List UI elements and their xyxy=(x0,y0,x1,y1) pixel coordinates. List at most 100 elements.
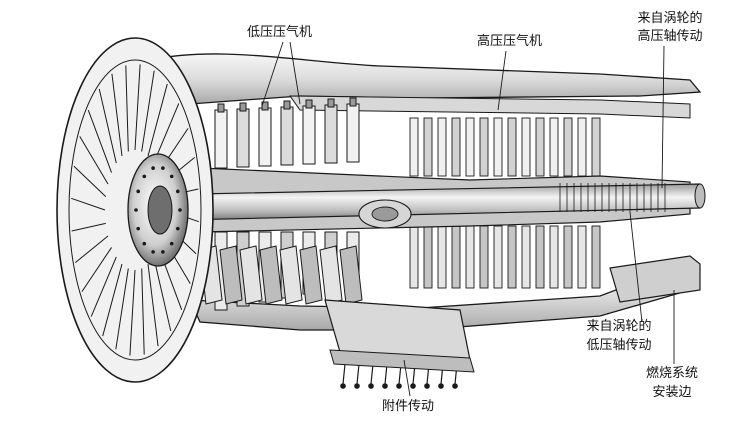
hp-blade-row-lower xyxy=(409,225,419,289)
hp-blade-row-upper xyxy=(423,117,433,177)
hp-blade-row-upper xyxy=(549,117,559,177)
lp-blade-row-upper xyxy=(324,104,338,164)
hp-blade-row-lower xyxy=(535,225,545,289)
inlet-vane xyxy=(141,70,155,152)
hp-blade-row-lower xyxy=(563,225,573,289)
lp-blade-row-upper xyxy=(302,105,316,165)
stator-vane xyxy=(279,245,303,305)
fan-face-ring xyxy=(68,59,202,361)
inlet-vane xyxy=(129,269,136,356)
inlet-vane xyxy=(111,73,123,157)
inlet-vane xyxy=(115,268,129,350)
leader-lines xyxy=(261,41,675,397)
lp-blade-tip xyxy=(239,102,247,112)
stator-vane xyxy=(219,245,243,305)
label-lp-compressor: 低压压气机 xyxy=(247,25,313,40)
combustion-mount-flange xyxy=(609,255,701,303)
shaft-end-rear xyxy=(694,183,706,209)
hub-bolt xyxy=(142,241,147,246)
inlet-vane xyxy=(81,247,112,292)
hub-bolt xyxy=(169,174,174,179)
label-accessory-drive: 附件传动 xyxy=(382,399,435,414)
hp-blade-row-upper xyxy=(507,117,517,177)
hub-bolt xyxy=(136,189,140,194)
hub-bolt xyxy=(169,241,174,246)
stator-vane xyxy=(259,245,283,305)
label-lp-shaft-drive-line1: 来自涡轮的 xyxy=(586,319,652,334)
inlet-vane xyxy=(71,197,106,211)
inlet-vane xyxy=(153,256,172,332)
drive-pin-head xyxy=(368,383,374,389)
hp-blade-row-lower xyxy=(549,225,559,289)
stator-vane xyxy=(319,245,343,305)
hp-compressor-blades xyxy=(409,117,601,289)
lp-blade-tip xyxy=(217,103,225,113)
hub-bolt xyxy=(142,174,147,179)
label-lp-shaft-drive-line2: 低压轴传动 xyxy=(586,338,652,353)
inlet-vane xyxy=(102,263,123,337)
stator-vane xyxy=(299,245,323,305)
leader-hp-compressor xyxy=(497,50,507,111)
hub-bolt xyxy=(176,226,180,231)
label-hp-compressor: 高压压气机 xyxy=(477,34,543,49)
drive-pin-head xyxy=(452,383,458,389)
hub-bolt xyxy=(176,189,180,194)
drive-pin-head xyxy=(424,383,430,389)
inlet-vane xyxy=(147,263,159,347)
inlet-vane xyxy=(87,109,113,173)
hub-bolt xyxy=(136,226,140,231)
lp-blade-tip xyxy=(349,97,357,107)
lp-blade-tip xyxy=(283,100,291,110)
lp-blade-row-upper xyxy=(214,109,228,169)
hub-bolt-circle xyxy=(134,166,182,254)
leader-lp-shaft-drive xyxy=(629,211,643,323)
drive-pin-head xyxy=(382,383,388,389)
hp-blade-row-lower xyxy=(493,225,503,289)
drive-pin-head xyxy=(396,383,402,389)
hp-blade-row-upper xyxy=(451,117,461,177)
inlet-vane xyxy=(141,268,145,355)
inlet-vane xyxy=(98,88,117,164)
hp-blade-row-upper xyxy=(591,117,601,177)
casing-cut-edge xyxy=(289,95,691,119)
lp-blade-row-upper xyxy=(346,103,360,163)
accessory-drive-housing-lower xyxy=(329,349,475,373)
stator-vane xyxy=(339,245,363,305)
lower-stator-vanes xyxy=(199,245,363,305)
hp-blade-row-upper xyxy=(577,117,587,177)
hp-blade-row-lower xyxy=(577,225,587,289)
shaft-splines xyxy=(559,183,666,212)
hub-bolt xyxy=(134,208,138,212)
label-hp-shaft-drive-line2: 高压轴传动 xyxy=(637,29,703,44)
hp-blade-row-lower xyxy=(451,225,461,289)
lp-blade-row-upper xyxy=(280,106,294,166)
drive-pin xyxy=(356,363,360,385)
fan-hub-bore xyxy=(147,185,173,235)
inlet-vane xyxy=(71,222,106,232)
inlet-vane xyxy=(125,65,129,152)
inlet-vane xyxy=(147,83,168,157)
inlet-vane xyxy=(73,165,107,198)
inlet-vane xyxy=(90,256,117,317)
drive-pin-head xyxy=(354,383,360,389)
inlet-vane xyxy=(79,136,109,185)
drive-pin-head xyxy=(410,383,416,389)
hp-blade-row-upper xyxy=(479,117,489,177)
inlet-vane xyxy=(134,64,141,151)
hub-bolt xyxy=(161,166,165,170)
hub-bolt xyxy=(151,166,155,170)
drive-pin-head xyxy=(438,383,444,389)
label-combustion-mount-line1: 燃烧系统 xyxy=(645,366,698,381)
hp-blade-row-upper xyxy=(493,117,503,177)
lp-blade-row-upper xyxy=(258,107,272,167)
drive-pin xyxy=(370,363,374,385)
hp-blade-row-lower xyxy=(465,225,475,289)
leader-accessory-drive xyxy=(403,359,411,397)
hp-blade-row-upper xyxy=(563,117,573,177)
hp-blade-row-upper xyxy=(465,117,475,177)
hp-blade-row-lower xyxy=(507,225,517,289)
outer-casing-top xyxy=(148,53,702,105)
hub-bolt xyxy=(178,208,182,212)
